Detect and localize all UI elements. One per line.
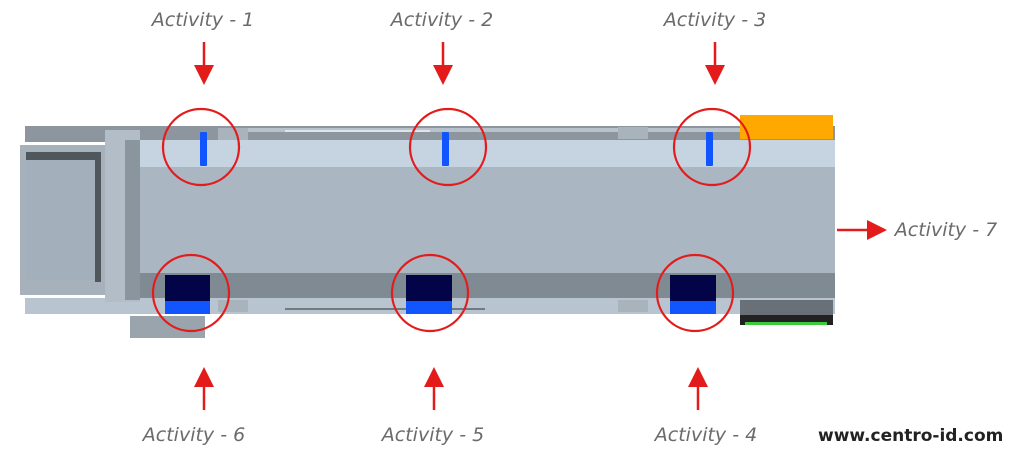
sensor-strip: [442, 132, 449, 166]
orange-module: [740, 115, 833, 139]
activity-4-label: Activity - 4: [654, 424, 758, 446]
sensor-strip: [200, 132, 207, 166]
highlight-circle-1: [161, 107, 241, 187]
sensor-block: [670, 275, 716, 314]
activity-5-label: Activity - 5: [381, 424, 485, 446]
sensor-block: [406, 275, 452, 314]
activity-3-label: Activity - 3: [663, 9, 767, 31]
sensor-strip: [706, 132, 713, 166]
conveyor-machine: [20, 115, 835, 338]
activity-7-label: Activity - 7: [894, 219, 998, 241]
highlight-circle-3: [672, 107, 752, 187]
highlight-circle-2: [408, 107, 488, 187]
highlight-circle-5: [390, 253, 470, 333]
sensor-block: [165, 275, 210, 314]
highlight-circle-6: [151, 253, 231, 333]
website-watermark: www.centro-id.com: [818, 426, 1004, 446]
highlight-circle-4: [655, 253, 735, 333]
activity-6-label: Activity - 6: [142, 424, 246, 446]
activity-1-label: Activity - 1: [151, 9, 255, 31]
activity-2-label: Activity - 2: [390, 9, 494, 31]
